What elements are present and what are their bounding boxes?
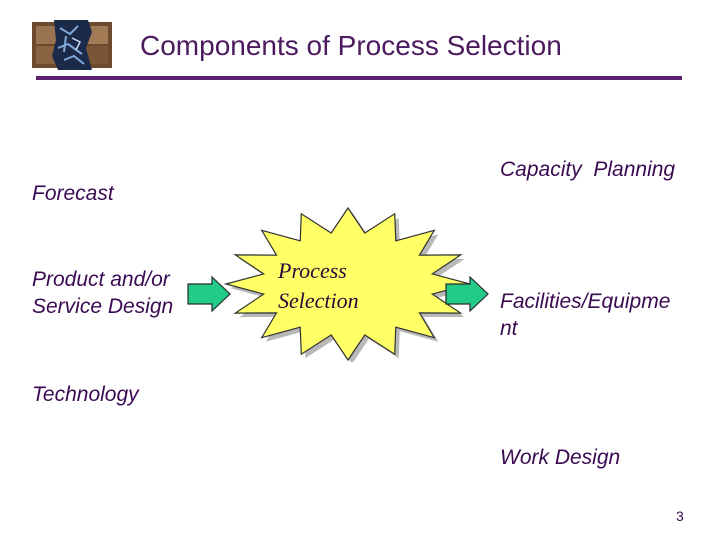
output-capacity-planning: Capacity Planning (500, 156, 675, 183)
title-divider (36, 76, 682, 80)
input-forecast: Forecast (32, 180, 114, 207)
page-number: 3 (676, 508, 684, 524)
output-facilities-equipment: Facilities/Equipme nt (500, 288, 720, 342)
input-technology: Technology (32, 381, 139, 408)
right-arrow-icon (444, 275, 490, 313)
right-arrow-icon (186, 275, 232, 313)
slide-title: Components of Process Selection (140, 30, 562, 62)
logo-icon (30, 18, 114, 72)
process-selection-label: Process Selection (278, 256, 359, 316)
output-work-design: Work Design (500, 444, 620, 471)
